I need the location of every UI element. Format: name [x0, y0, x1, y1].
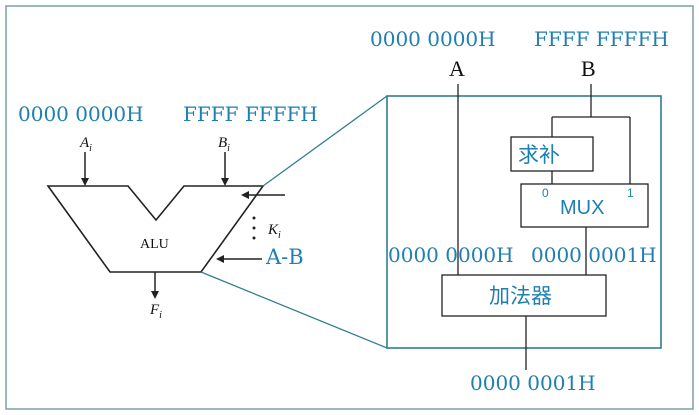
- alu-output-label: Fi: [149, 302, 162, 321]
- detail-top-b-label: B: [581, 56, 596, 81]
- alu-input-b-value: FFFF FFFFH: [183, 102, 318, 126]
- mux-label: MUX: [560, 197, 604, 219]
- alu-operation-label: A-B: [265, 245, 304, 269]
- alu-input-a-value: 0000 0000H: [18, 102, 144, 126]
- complement-label: 求补: [518, 143, 560, 167]
- adder-input-b-value: 0000 0001H: [531, 243, 657, 267]
- detail-top-b-value: FFFF FFFFH: [534, 27, 669, 51]
- mux-port-1: 1: [627, 186, 634, 200]
- alu-shape: [46, 185, 265, 273]
- alu-input-b-label: Bi: [218, 135, 230, 154]
- control-ellipsis-dots: [252, 216, 256, 240]
- outer-frame: [5, 5, 694, 410]
- mux-port-0: 0: [542, 186, 549, 200]
- alu-control-arrows: [216, 191, 285, 263]
- detail-box: [386, 95, 662, 349]
- result-value: 0000 0001H: [470, 371, 596, 395]
- zoom-connector-lines: [200, 95, 388, 349]
- detail-top-a-value: 0000 0000H: [370, 27, 496, 51]
- detail-top-a-label: A: [449, 56, 465, 81]
- alu-center-label: ALU: [140, 237, 169, 252]
- mux-block: [520, 183, 649, 228]
- complement-block: [510, 136, 594, 172]
- alu-input-a-label: Ai: [79, 135, 92, 154]
- detail-wires: [457, 84, 631, 370]
- adder-label: 加法器: [489, 284, 552, 308]
- alu-output-arrow: [151, 272, 159, 299]
- adder-block: [441, 274, 607, 317]
- adder-input-a-value: 0000 0000H: [388, 243, 514, 267]
- alu-input-arrows: [81, 152, 229, 186]
- alu-control-label: Ki: [267, 222, 281, 241]
